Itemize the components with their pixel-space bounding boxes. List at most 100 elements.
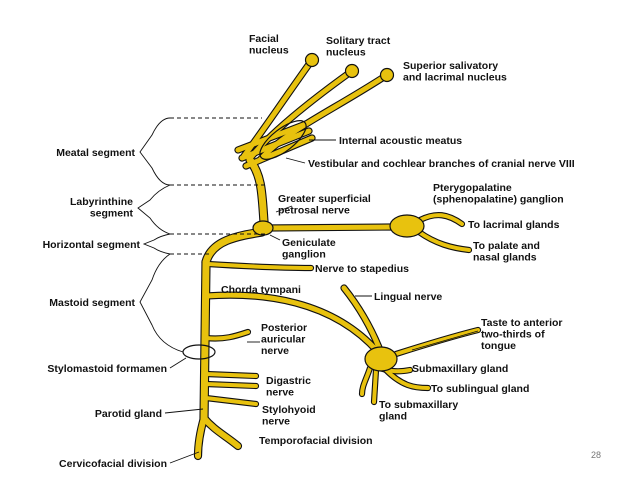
nuclei <box>304 52 395 83</box>
segment-markers <box>137 117 268 464</box>
to-submaxillary-branch-2 <box>360 366 372 396</box>
mastoid-segment-label: Mastoid segment <box>49 297 135 309</box>
horizontal-segment-label: Horizontal segment <box>43 239 141 251</box>
to-submaxillary-branch <box>372 368 378 404</box>
label-line: Parotid gland <box>95 408 162 420</box>
palate-branch <box>417 230 471 252</box>
label-line: Lingual nerve <box>374 291 442 303</box>
label-line: Nerve to stapedius <box>315 263 409 275</box>
label-line: nucleus <box>326 47 366 59</box>
label-line: Posterior <box>261 322 307 334</box>
label-line: auricular <box>261 334 305 346</box>
nucleus-root-salivatory <box>257 72 390 163</box>
posterior-auricular <box>204 330 250 341</box>
stylomastoid-label: Stylomastoid formamen <box>47 363 167 375</box>
label-line: tongue <box>481 340 516 352</box>
label-line: Temporofacial division <box>259 435 373 447</box>
label-line: Solitary tract <box>326 35 391 47</box>
vestibular-cochlear-label: Vestibular and cochlear branches of cran… <box>308 158 575 170</box>
label-line: Cervicofacial division <box>59 458 167 470</box>
label-line: nerve <box>262 416 290 428</box>
label-line: Chorda tympani <box>221 284 301 296</box>
parotid-gland-label: Parotid gland <box>95 408 162 420</box>
lingual-nerve-label: Lingual nerve <box>374 291 442 303</box>
labyrinthine-brace <box>137 184 171 235</box>
label-line: Digastric <box>266 375 311 387</box>
meatal-segment-label: Meatal segment <box>56 147 135 159</box>
label-line: Mastoid segment <box>49 297 135 309</box>
meatal-trunk <box>246 156 268 226</box>
cervicofacial-division <box>195 415 207 459</box>
digastric-1 <box>204 372 258 378</box>
temporofacial-label: Temporofacial division <box>259 435 373 447</box>
cervicofacial-label: Cervicofacial division <box>59 458 167 470</box>
temporofacial-division <box>201 415 241 449</box>
submaxillary-ganglion-shape <box>364 346 398 372</box>
sublingual-gland-label: To sublingual gland <box>431 383 529 395</box>
nerve-branches <box>193 56 482 461</box>
vestibular-band-1 <box>235 121 309 153</box>
solitary-tract-nucleus-node <box>344 63 360 79</box>
taste-leader <box>411 330 479 351</box>
chorda-tympani <box>203 292 381 355</box>
label-line: Greater superficial <box>278 193 371 205</box>
label-line: Taste to anterior <box>481 317 563 329</box>
stapedius-branch <box>206 262 313 270</box>
facial-nucleus-node <box>304 52 320 68</box>
taste-branch <box>394 328 480 356</box>
label-line: nasal glands <box>473 252 537 264</box>
label-line: nerve <box>261 345 289 357</box>
label-line: (sphenopalatine) ganglion <box>433 194 564 206</box>
vestibular-band-3 <box>243 135 315 169</box>
sublingual-branch <box>384 368 430 390</box>
ganglia <box>252 214 425 372</box>
page-number: 28 <box>591 450 601 460</box>
pterygopalatine-ganglion-shape <box>389 214 425 238</box>
pterygopalatine-label: Pterygopalatine(sphenopalatine) ganglion <box>433 182 564 206</box>
label-line: Labyrinthine <box>70 196 133 208</box>
nucleus-root-solitary <box>249 68 355 159</box>
label-line: nerve <box>266 387 294 399</box>
petrosal-nerve <box>263 224 395 231</box>
label-line: To palate and <box>473 240 540 252</box>
label-line: ganglion <box>282 249 326 261</box>
geniculate-leader <box>269 234 281 241</box>
cervicofacial-leader <box>169 451 200 464</box>
chorda-tympani-label: Chorda tympani <box>221 284 301 296</box>
horizontal-segment <box>202 228 266 266</box>
label-line: To lacrimal glands <box>468 219 560 231</box>
vestibular-band-2 <box>239 128 312 161</box>
label-line: Stylohyoid <box>262 404 316 416</box>
stylomastoid-formamen-ring <box>182 344 216 360</box>
label-line: segment <box>90 208 134 220</box>
vestibular-leader <box>285 157 306 164</box>
label-line: two-thirds of <box>481 329 545 341</box>
label-line: Horizontal segment <box>43 239 141 251</box>
lacrimal-glands-label: To lacrimal glands <box>468 219 560 231</box>
label-line: Superior salivatory <box>403 60 498 72</box>
label-line: Submaxillary gland <box>412 363 508 375</box>
label-line: Meatal segment <box>56 147 135 159</box>
horizontal-brace <box>142 233 171 255</box>
meatal-brace <box>139 117 171 186</box>
internal-acoustic-meatus-label: Internal acoustic meatus <box>339 135 462 147</box>
label-line: To submaxillary <box>379 399 458 411</box>
internal-acoustic-meatus-ring <box>259 120 307 160</box>
label-line: Geniculate <box>282 237 336 249</box>
label-line: Internal acoustic meatus <box>339 135 462 147</box>
mastoid-trunk <box>200 258 210 424</box>
salivatory-nucleus-node <box>379 67 395 83</box>
label-line: To sublingual gland <box>431 383 529 395</box>
